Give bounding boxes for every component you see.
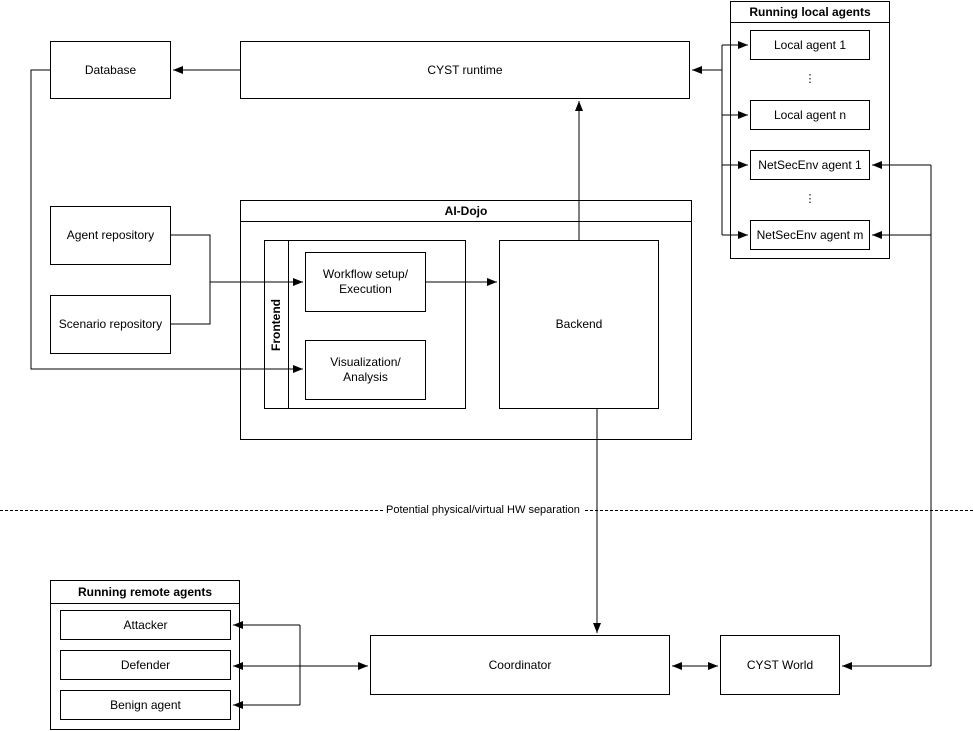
box-netsecenv-agent-1-label: NetSecEnv agent 1 xyxy=(758,157,862,172)
box-local-agent-n: Local agent n xyxy=(750,100,870,130)
box-netsecenv-agent-m-label: NetSecEnv agent m xyxy=(756,227,864,242)
running-local-agents-title-label: Running local agents xyxy=(749,5,871,19)
box-defender-label: Defender xyxy=(120,657,171,672)
box-cyst-world-label: CYST World xyxy=(746,657,814,672)
box-backend: Backend xyxy=(499,240,659,409)
frontend-label-column: Frontend xyxy=(264,240,289,409)
box-cyst-runtime-label: CYST runtime xyxy=(427,62,503,77)
ai-dojo-title-label: AI-Dojo xyxy=(444,204,488,218)
box-local-agent-n-label: Local agent n xyxy=(773,107,847,122)
box-local-agent-1-label: Local agent 1 xyxy=(773,37,847,52)
box-attacker: Attacker xyxy=(60,610,231,640)
box-benign-agent: Benign agent xyxy=(60,690,231,720)
box-visualization-label: Visualization/ Analysis xyxy=(330,355,401,384)
box-coordinator-label: Coordinator xyxy=(488,657,552,672)
local-agents-ellipsis-1: ⋮ xyxy=(750,69,870,89)
box-cyst-runtime: CYST runtime xyxy=(240,41,690,99)
group-running-local-agents-title: Running local agents xyxy=(730,1,890,23)
box-visualization-analysis: Visualization/ Analysis xyxy=(305,340,426,400)
box-benign-agent-label: Benign agent xyxy=(110,697,181,712)
box-netsecenv-agent-m: NetSecEnv agent m xyxy=(750,220,870,250)
box-workflow-setup-execution: Workflow setup/ Execution xyxy=(305,252,426,312)
edge-repositories-junction xyxy=(171,234,211,325)
box-workflow-label: Workflow setup/ Execution xyxy=(322,267,409,296)
ellipsis-glyph: ⋮ xyxy=(804,192,816,205)
group-running-remote-agents-title: Running remote agents xyxy=(50,580,240,604)
box-agent-repository-label: Agent repository xyxy=(66,228,155,242)
box-scenario-repository: Scenario repository xyxy=(50,295,171,354)
box-cyst-world: CYST World xyxy=(720,635,840,695)
box-scenario-repository-label: Scenario repository xyxy=(58,317,163,331)
box-coordinator: Coordinator xyxy=(370,635,670,695)
running-remote-agents-title-label: Running remote agents xyxy=(77,585,212,599)
box-backend-label: Backend xyxy=(555,317,603,331)
box-netsecenv-agent-1: NetSecEnv agent 1 xyxy=(750,150,870,180)
box-database-label: Database xyxy=(84,62,137,77)
box-database: Database xyxy=(50,41,171,99)
box-local-agent-1: Local agent 1 xyxy=(750,30,870,60)
ellipsis-glyph: ⋮ xyxy=(804,72,816,85)
box-agent-repository: Agent repository xyxy=(50,206,171,265)
frontend-label: Frontend xyxy=(269,298,283,351)
local-agents-ellipsis-2: ⋮ xyxy=(750,189,870,209)
group-ai-dojo-title: AI-Dojo xyxy=(240,200,692,222)
box-attacker-label: Attacker xyxy=(123,617,168,632)
hw-separation-label: Potential physical/virtual HW separation xyxy=(383,503,583,517)
box-defender: Defender xyxy=(60,650,231,680)
